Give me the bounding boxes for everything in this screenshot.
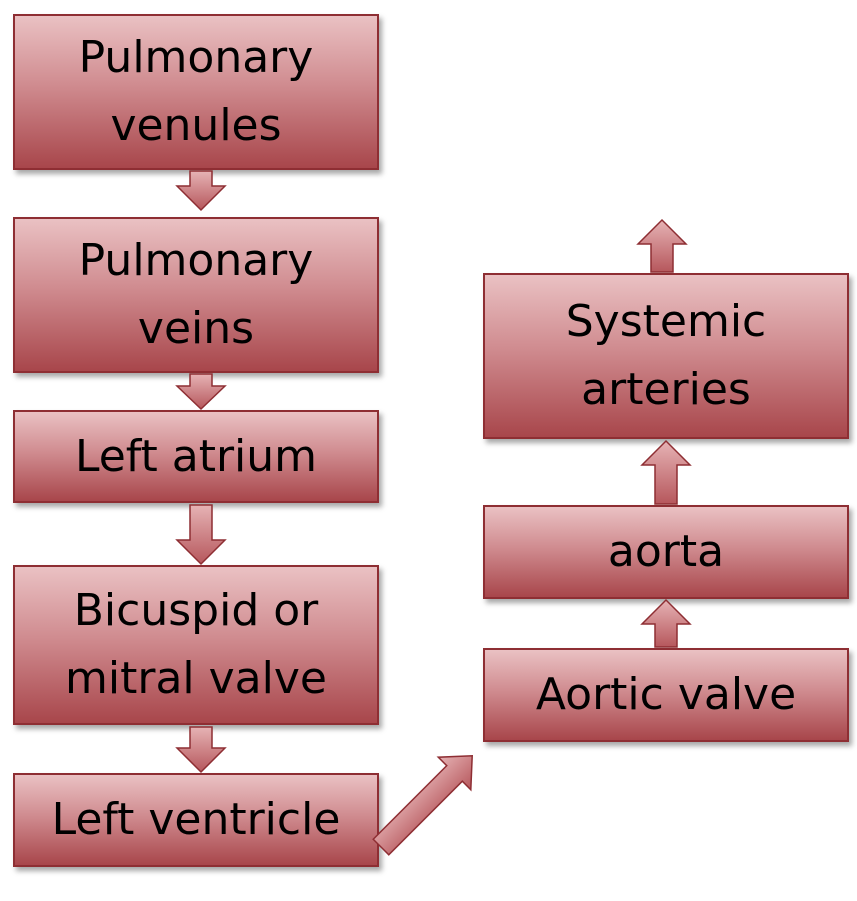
node-aorta-label: aorta xyxy=(607,526,725,577)
arrow-diagonal-ventricle-to-aortic-valve-icon xyxy=(372,754,474,856)
node-pulmonary-veins: Pulmonary veins xyxy=(13,217,379,373)
arrow-down-atrium-to-bicuspid-icon xyxy=(175,504,227,566)
node-systemic-arteries-line2: arteries xyxy=(581,364,751,415)
node-pulmonary-veins-line1: Pulmonary xyxy=(78,235,314,286)
node-systemic-arteries: Systemic arteries xyxy=(483,273,849,439)
node-bicuspid-mitral-valve-line2: mitral valve xyxy=(65,653,327,704)
arrow-up-aortic-valve-to-aorta-icon xyxy=(640,598,692,648)
node-pulmonary-veins-line2: veins xyxy=(137,303,255,354)
node-systemic-arteries-line1: Systemic xyxy=(565,296,767,347)
node-left-atrium-label: Left atrium xyxy=(74,430,318,482)
node-pulmonary-veins-text: Pulmonary veins xyxy=(79,227,314,363)
arrow-down-bicuspid-to-ventricle-icon xyxy=(175,726,227,774)
node-bicuspid-mitral-valve: Bicuspid or mitral valve xyxy=(13,565,379,725)
node-left-ventricle: Left ventricle xyxy=(13,773,379,867)
node-pulmonary-venules-text: Pulmonary venules xyxy=(79,24,314,160)
arrow-up-aorta-to-systemic-icon xyxy=(640,439,692,505)
node-pulmonary-venules-line2: venules xyxy=(110,100,282,151)
arrow-down-venules-to-veins-icon xyxy=(175,170,227,212)
node-aortic-valve: Aortic valve xyxy=(483,648,849,742)
node-pulmonary-venules: Pulmonary venules xyxy=(13,14,379,170)
node-left-ventricle-label: Left ventricle xyxy=(51,794,341,845)
node-pulmonary-venules-line1: Pulmonary xyxy=(78,32,314,83)
node-aortic-valve-label: Aortic valve xyxy=(535,669,797,720)
node-bicuspid-mitral-valve-line1: Bicuspid or xyxy=(73,585,319,636)
arrow-down-veins-to-atrium-icon xyxy=(175,373,227,411)
node-bicuspid-mitral-valve-text: Bicuspid or mitral valve xyxy=(65,577,327,713)
node-systemic-arteries-text: Systemic arteries xyxy=(566,288,767,424)
node-aorta: aorta xyxy=(483,505,849,599)
arrow-up-systemic-out-icon xyxy=(636,218,688,273)
node-left-atrium: Left atrium xyxy=(13,410,379,503)
